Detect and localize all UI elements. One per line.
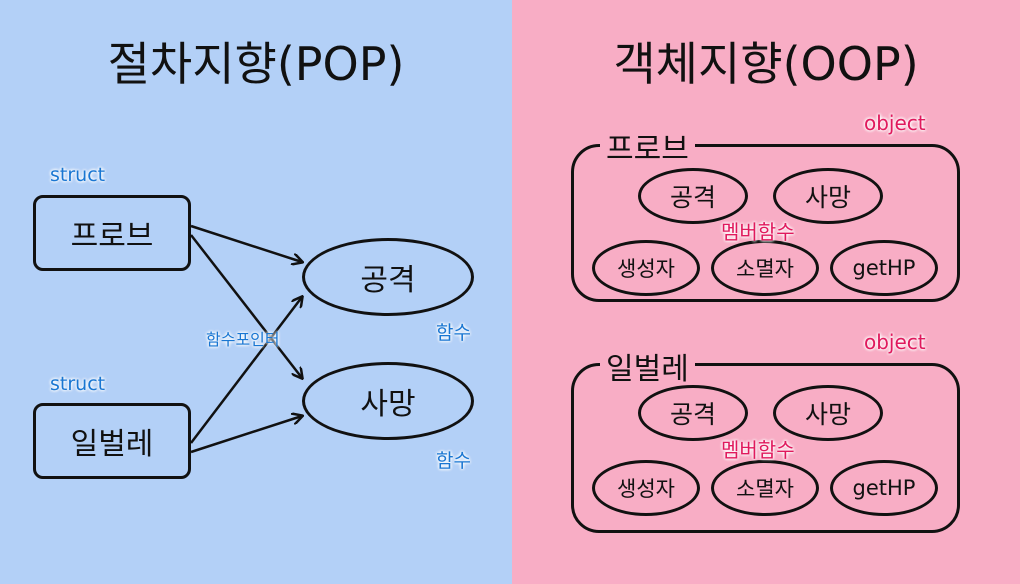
method-death-2: 사망 [773,385,883,441]
method-gethp-1: getHP [830,240,938,296]
oop-title: 객체지향(OOP) [613,37,919,91]
method-death-1: 사망 [773,168,883,224]
method-constructor-1: 생성자 [592,240,700,296]
method-attack-2: 공격 [638,385,748,441]
method-gethp-2: getHP [830,460,938,516]
function-death: 사망 [302,362,474,440]
arrow-worker-attack [190,297,302,444]
function-attack: 공격 [302,238,474,316]
arrow-probe-attack [190,224,302,262]
function-tag-1: 함수 [436,322,471,344]
member-function-label-1: 멤버함수 [721,220,795,244]
struct-tag-1: struct [50,164,106,186]
pop-title: 절차지향(POP) [107,37,405,91]
arrow-probe-death [190,234,302,378]
function-tag-2: 함수 [436,450,471,472]
object-name-worker: 일벌레 [600,344,695,388]
method-attack-1: 공격 [638,168,748,224]
struct-box-worker: 일벌레 [33,403,191,479]
struct-box-probe: 프로브 [33,195,191,271]
object-group-worker [571,363,960,533]
method-destructor-2: 소멸자 [711,460,819,516]
struct-tag-2: struct [50,373,106,395]
member-function-label-2: 멤버함수 [721,438,795,462]
object-name-probe: 프로브 [600,124,695,168]
object-group-probe [571,144,960,302]
method-constructor-2: 생성자 [592,460,700,516]
method-destructor-1: 소멸자 [711,240,819,296]
object-tag-2: object [864,330,926,354]
function-pointer-label: 함수포인터 [206,330,280,349]
object-tag-1: object [864,111,926,135]
arrow-worker-death [190,416,302,454]
